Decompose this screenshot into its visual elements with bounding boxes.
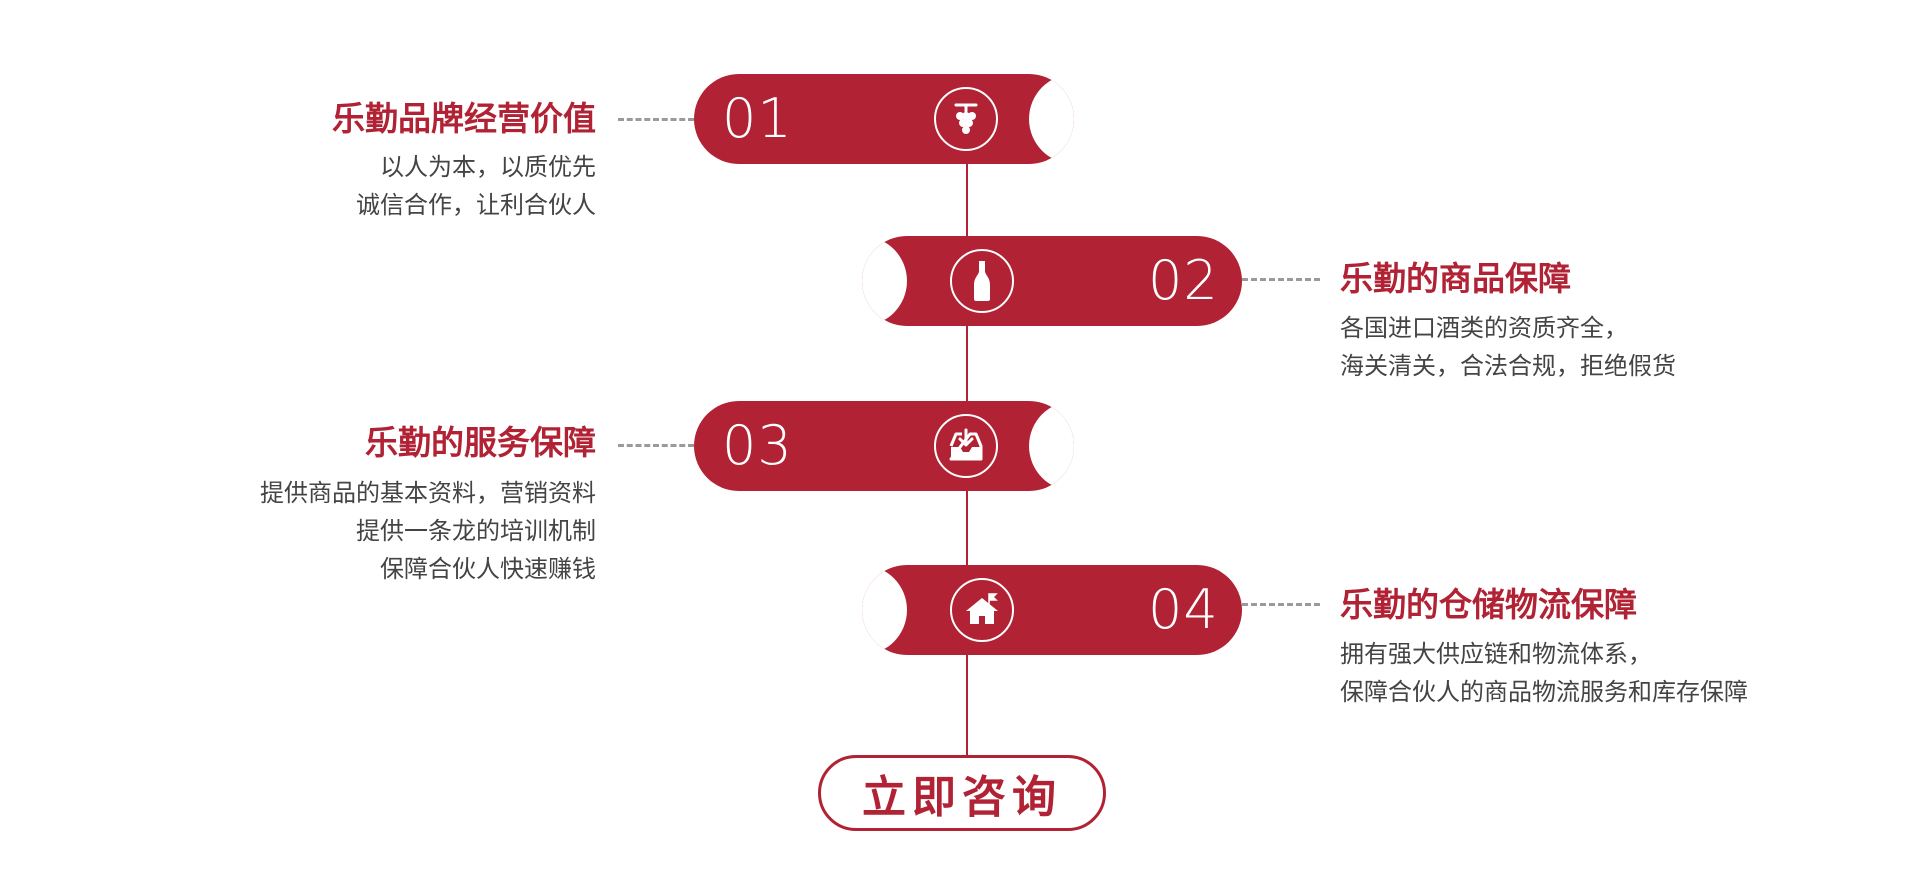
step-03-pill: 03 — [694, 401, 1074, 491]
step-03-title: 乐勤的服务保障 — [365, 423, 596, 462]
step-01-title: 乐勤品牌经营价值 — [332, 99, 596, 138]
timeline-connector — [966, 655, 968, 755]
step-04-connector-dash — [1242, 603, 1320, 606]
step-02-pill: 02 — [862, 236, 1242, 326]
inbox-download-icon — [934, 414, 998, 478]
step-03-connector-dash — [618, 444, 694, 447]
wine-bottle-icon — [950, 249, 1014, 313]
step-01-line-2: 诚信合作，让利合伙人 — [356, 191, 596, 219]
step-02-connector-dash — [1242, 278, 1320, 281]
house-flag-icon — [950, 578, 1014, 642]
step-03-description: 提供商品的基本资料，营销资料 提供一条龙的培训机制 保障合伙人快速赚钱 — [260, 474, 596, 588]
step-04-line-1: 拥有强大供应链和物流体系， — [1340, 640, 1652, 668]
consult-now-button[interactable]: 立即咨询 — [818, 755, 1106, 831]
step-02-notch — [862, 236, 907, 326]
step-01-pill: 01 — [694, 74, 1074, 164]
step-03-number: 03 — [722, 414, 793, 477]
step-04-notch — [862, 565, 907, 655]
step-04-number: 04 — [1148, 578, 1219, 641]
step-01-notch — [1029, 74, 1074, 164]
step-03-notch — [1029, 401, 1074, 491]
step-04-description: 拥有强大供应链和物流体系， 保障合伙人的商品物流服务和库存保障 — [1340, 635, 1748, 711]
step-01-description: 以人为本，以质优先 诚信合作，让利合伙人 — [356, 148, 596, 224]
step-01-connector-dash — [618, 118, 694, 121]
timeline-connector — [966, 326, 968, 401]
step-04-line-2: 保障合伙人的商品物流服务和库存保障 — [1340, 678, 1748, 706]
step-04-pill: 04 — [862, 565, 1242, 655]
step-02-number: 02 — [1148, 249, 1219, 312]
step-03-line-1: 提供商品的基本资料，营销资料 — [260, 479, 596, 507]
step-01-number: 01 — [722, 87, 793, 150]
step-02-title: 乐勤的商品保障 — [1340, 259, 1571, 298]
grapes-icon — [934, 87, 998, 151]
step-04-title: 乐勤的仓储物流保障 — [1340, 585, 1637, 624]
step-03-line-3: 保障合伙人快速赚钱 — [380, 555, 596, 583]
step-01-line-1: 以人为本，以质优先 — [380, 153, 596, 181]
step-02-description: 各国进口酒类的资质齐全， 海关清关，合法合规，拒绝假货 — [1340, 309, 1676, 385]
step-03-line-2: 提供一条龙的培训机制 — [356, 517, 596, 545]
step-02-line-1: 各国进口酒类的资质齐全， — [1340, 314, 1628, 342]
step-02-line-2: 海关清关，合法合规，拒绝假货 — [1340, 352, 1676, 380]
timeline-connector — [966, 491, 968, 565]
timeline-connector — [966, 163, 968, 236]
